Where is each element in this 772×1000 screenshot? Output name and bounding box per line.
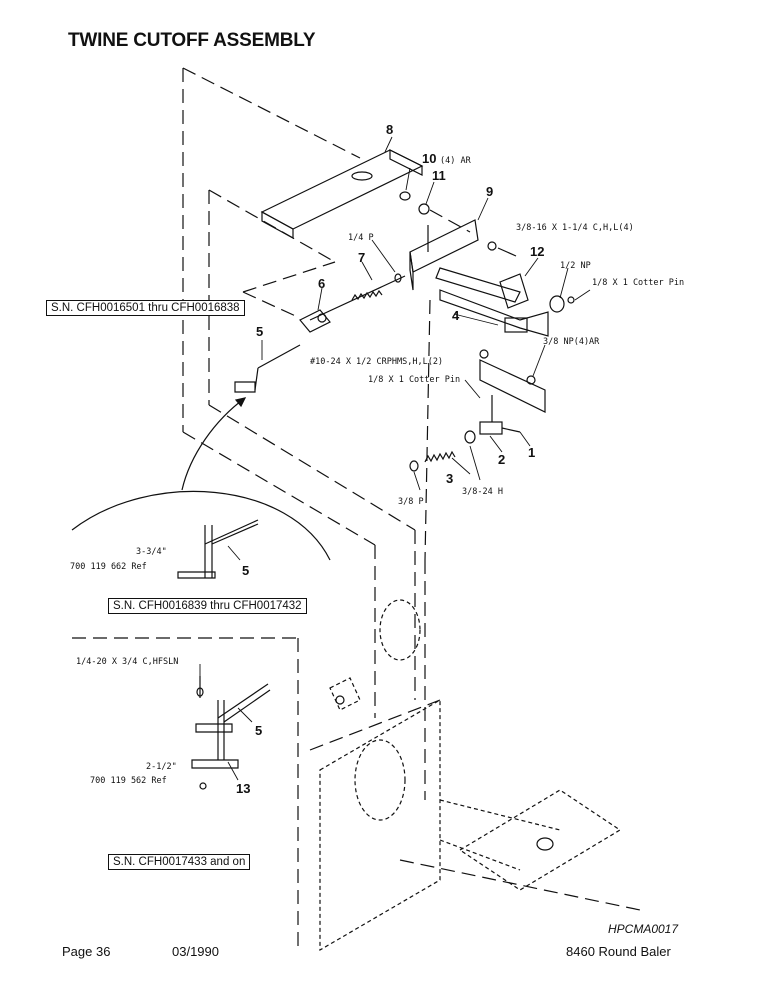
serial-box-2: S.N. CFH0016839 thru CFH0017432 [108, 598, 307, 614]
frame-hole [536, 837, 554, 851]
callout-11: 11 [432, 168, 446, 183]
serial-box-3: S.N. CFH0017433 and on [108, 854, 251, 870]
callout-9: 9 [486, 184, 493, 199]
inset-arc [71, 490, 331, 561]
baler-frame [319, 599, 622, 952]
label-screw-10-24: #10-24 X 1/2 CRPHMS,H,L(2) [310, 357, 443, 367]
label-nut-1-2-np: 1/2 NP [560, 261, 591, 271]
part-12-pivot [499, 273, 575, 313]
part-8-shield [260, 149, 424, 240]
callout-10-qty: (4) AR [440, 156, 472, 166]
part-5-rod [234, 344, 301, 393]
knife-plate [479, 359, 546, 413]
callout-5-top: 5 [256, 324, 263, 339]
label-nut-3-8-np: 3/8 NP(4)AR [543, 337, 600, 347]
leader-lines [199, 136, 591, 781]
inset-part-13-plate [191, 676, 271, 790]
label-nut-1-4-p: 1/4 P [348, 233, 374, 243]
footer-page: Page 36 [62, 944, 111, 959]
label-ref-562: 700 119 562 Ref [90, 776, 167, 786]
label-cotter-pin-top: 1/8 X 1 Cotter Pin [592, 278, 684, 288]
part-10-washer [399, 191, 411, 201]
part-9-bracket [409, 219, 479, 291]
drawing-code: HPCMA0017 [608, 922, 679, 936]
callout-5-lower: 5 [255, 723, 262, 738]
label-dim-2-1-2: 2-1/2" [146, 762, 177, 772]
label-ref-662: 700 119 662 Ref [70, 562, 147, 572]
part-4-clamp [479, 317, 536, 385]
label-nut-3-8-p: 3/8 P [398, 497, 424, 507]
label-bolt-3-8-16: 3/8-16 X 1-1/4 C,H,L(4) [516, 223, 634, 233]
part-7-spring [309, 273, 406, 321]
detail-pointer-line [181, 397, 246, 491]
callout-10: 10 [422, 151, 436, 166]
callout-6: 6 [318, 276, 325, 291]
callout-1: 1 [528, 445, 535, 460]
callout-2: 2 [498, 452, 505, 467]
callout-13: 13 [236, 781, 250, 796]
label-nut-3-8-24: 3/8-24 H [462, 487, 503, 497]
cutter-arm [435, 267, 549, 337]
callout-12: 12 [530, 244, 544, 259]
footer-date: 03/1990 [172, 944, 219, 959]
callout-3: 3 [446, 471, 453, 486]
serial-box-1: S.N. CFH0016501 thru CFH0016838 [46, 300, 245, 316]
label-dim-3-3-4: 3-3/4" [136, 547, 167, 557]
footer-model: 8460 Round Baler [566, 944, 671, 959]
phantom-frame-lines [72, 67, 641, 950]
frame-nut [335, 695, 345, 705]
inset-part-5-rod [177, 519, 259, 579]
callout-7: 7 [358, 250, 365, 265]
callout-8: 8 [386, 122, 393, 137]
callout-5-middle: 5 [242, 563, 249, 578]
part-11-spacer [418, 203, 430, 215]
label-cotter-pin-mid: 1/8 X 1 Cotter Pin [368, 375, 460, 385]
part-6-bracket [299, 309, 331, 333]
part-3-spring-assembly [409, 395, 521, 472]
bolt-3-8-16 [487, 241, 517, 257]
callout-4: 4 [452, 308, 460, 323]
page-title: TWINE CUTOFF ASSEMBLY [68, 30, 316, 51]
label-bolt-1-4-20: 1/4-20 X 3/4 C,HFSLN [76, 657, 178, 667]
